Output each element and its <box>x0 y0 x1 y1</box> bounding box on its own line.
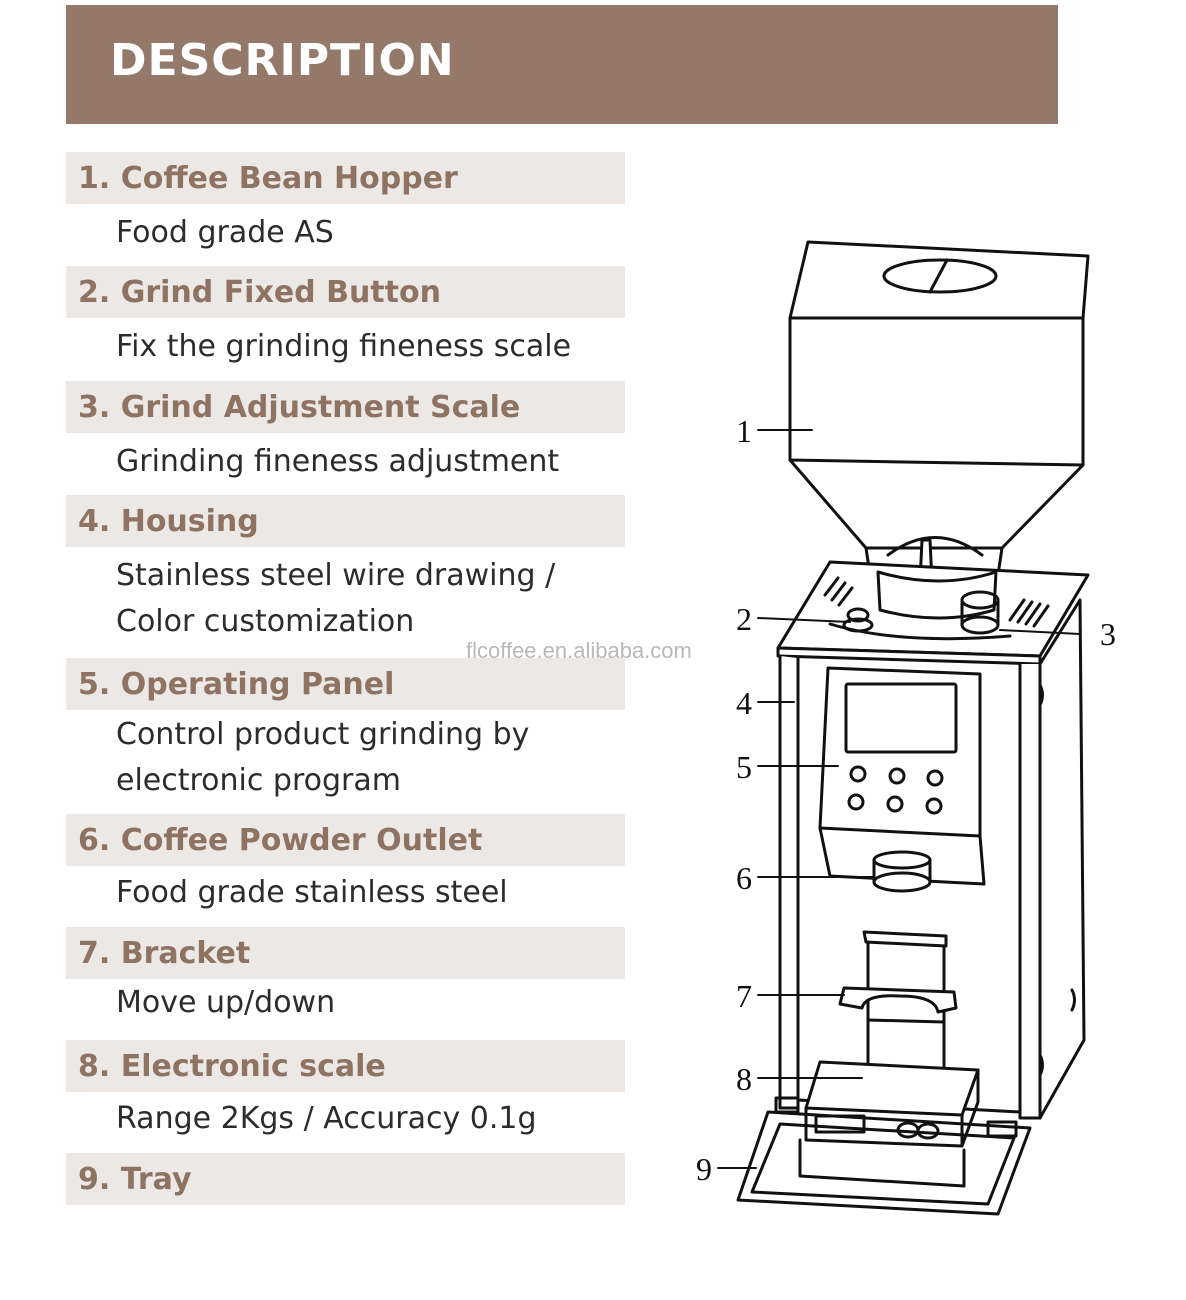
item-8-bar: 8. Electronic scale <box>66 1040 625 1092</box>
callout-2: 2 <box>736 601 752 637</box>
callout-7: 7 <box>736 978 752 1014</box>
description-header: DESCRIPTION <box>66 5 1058 124</box>
item-9-bar: 9. Tray <box>66 1153 625 1205</box>
item-6-desc: Food grade stainless steel <box>116 875 508 910</box>
hopper-drawing <box>788 240 1090 584</box>
item-5-bar: 5. Operating Panel <box>66 658 625 710</box>
item-7-bar: 7. Bracket <box>66 927 625 979</box>
callout-5: 5 <box>736 749 752 785</box>
item-6-bar: 6. Coffee Powder Outlet <box>66 814 625 866</box>
callout-9: 9 <box>696 1151 712 1187</box>
item-6-title: 6. Coffee Powder Outlet <box>78 823 483 858</box>
item-8-title: 8. Electronic scale <box>78 1049 386 1084</box>
powder-outlet-drawing <box>872 850 932 893</box>
item-4-desc-line-1: Stainless steel wire drawing / <box>116 558 556 593</box>
electronic-scale-drawing <box>804 1060 980 1148</box>
callout-3: 3 <box>1100 616 1116 652</box>
item-2-title: 2. Grind Fixed Button <box>78 275 441 310</box>
item-5-title: 5. Operating Panel <box>78 667 395 702</box>
item-8-desc: Range 2Kgs / Accuracy 0.1g <box>116 1101 537 1136</box>
callout-6: 6 <box>736 860 752 896</box>
item-1-title: 1. Coffee Bean Hopper <box>78 161 458 196</box>
operating-panel-drawing <box>818 666 986 886</box>
item-5-desc-line-1: Control product grinding by <box>116 717 530 752</box>
callout-4: 4 <box>736 685 752 721</box>
item-1-desc: Food grade AS <box>116 215 334 250</box>
top-cover-drawing <box>776 560 1090 658</box>
header-title: DESCRIPTION <box>110 35 455 86</box>
item-4-title: 4. Housing <box>78 504 259 539</box>
leader-lines <box>717 429 1081 1169</box>
callout-1: 1 <box>736 413 752 449</box>
item-5-desc-line-2: electronic program <box>116 763 401 798</box>
item-4-desc-line-2: Color customization <box>116 604 415 639</box>
item-9-title: 9. Tray <box>78 1162 192 1197</box>
item-7-title: 7. Bracket <box>78 936 251 971</box>
item-3-bar: 3. Grind Adjustment Scale <box>66 381 625 433</box>
callout-numbers: 1 2 3 4 5 6 7 8 9 <box>696 413 1116 1187</box>
item-3-desc: Grinding fineness adjustment <box>116 444 560 479</box>
tray-drawing <box>736 1110 1032 1216</box>
watermark: flcoffee.en.alibaba.com <box>466 638 692 663</box>
item-1-bar: 1. Coffee Bean Hopper <box>66 152 625 204</box>
bracket-drawing <box>838 930 958 1070</box>
item-3-title: 3. Grind Adjustment Scale <box>78 390 521 425</box>
item-2-bar: 2. Grind Fixed Button <box>66 266 625 318</box>
item-7-desc: Move up/down <box>116 985 336 1020</box>
item-2-desc: Fix the grinding fineness scale <box>116 329 572 364</box>
item-4-bar: 4. Housing <box>66 495 625 547</box>
callout-8: 8 <box>736 1061 752 1097</box>
